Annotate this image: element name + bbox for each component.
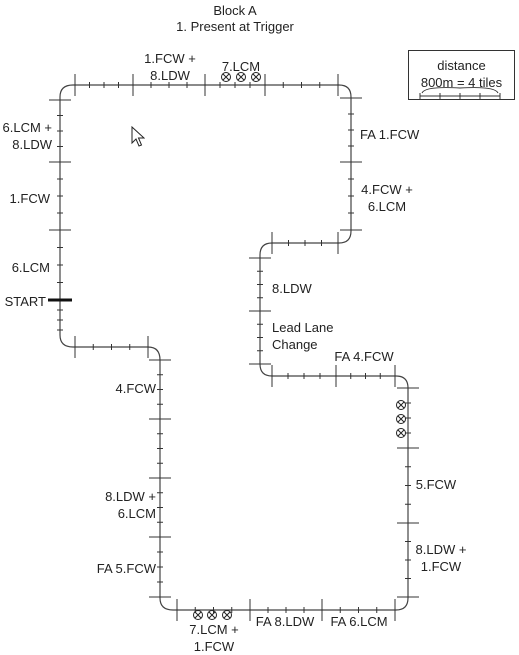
circled-x-icon bbox=[236, 72, 246, 82]
circled-x-icon bbox=[193, 610, 203, 620]
circled-x-icon bbox=[207, 610, 217, 620]
legend-box: distance 800m = 4 tiles bbox=[408, 50, 515, 100]
label-fa-4fcw: FA 4.FCW bbox=[334, 349, 394, 364]
label-right-fcw-lcm: 4.FCW +6.LCM bbox=[361, 182, 413, 214]
title-trigger: 1. Present at Trigger bbox=[176, 19, 294, 34]
label-lower-left-ldw-lcm: 8.LDW +6.LCM bbox=[105, 489, 156, 521]
label-top-lcm: 7.LCM bbox=[221, 59, 261, 74]
circled-x-icon bbox=[396, 428, 406, 438]
track-path bbox=[59, 84, 409, 611]
label-left-lcm: 6.LCM bbox=[11, 260, 50, 275]
label-bottom-fa-8ldw: FA 8.LDW bbox=[255, 614, 315, 629]
label-fa-5fcw: FA 5.FCW bbox=[96, 561, 156, 576]
circled-x-icon bbox=[396, 414, 406, 424]
circled-x-icon bbox=[222, 610, 232, 620]
circled-x-icon-group-top bbox=[221, 72, 261, 82]
legend-title: distance bbox=[437, 58, 486, 73]
label-bottom-lcm-fcw: 7.LCM +1.FCW bbox=[189, 622, 239, 654]
start-label: START bbox=[4, 294, 46, 309]
legend-scale: 800m = 4 tiles bbox=[420, 75, 503, 90]
track-tick-marks bbox=[49, 74, 419, 621]
circled-x-icon bbox=[221, 72, 231, 82]
label-right-fa-fcw: FA 1.FCW bbox=[360, 127, 420, 142]
circled-x-icon-group-bottom bbox=[193, 610, 232, 620]
mouse-pointer-icon bbox=[131, 126, 145, 147]
label-mid-ldw: 8.LDW bbox=[272, 281, 312, 296]
label-lower-left-fcw: 4.FCW bbox=[115, 381, 156, 396]
label-left-fcw: 1.FCW bbox=[9, 191, 50, 206]
label-right-5fcw: 5.FCW bbox=[415, 477, 457, 492]
label-top-fcw-ldw: 1.FCW +8.LDW bbox=[144, 51, 196, 83]
label-right-ldw-fcw: 8.LDW +1.FCW bbox=[415, 542, 467, 574]
circled-x-icon bbox=[396, 400, 406, 410]
track-outline bbox=[59, 84, 409, 611]
circled-x-icon bbox=[251, 72, 261, 82]
circled-x-icon-group-right bbox=[396, 400, 406, 438]
label-bottom-fa-6lcm: FA 6.LCM bbox=[330, 614, 388, 629]
legend-scale-ruler bbox=[419, 87, 501, 99]
label-left-lcm-ldw: 6.LCM +8.LDW bbox=[2, 120, 53, 152]
title-block: Block A bbox=[213, 3, 257, 18]
